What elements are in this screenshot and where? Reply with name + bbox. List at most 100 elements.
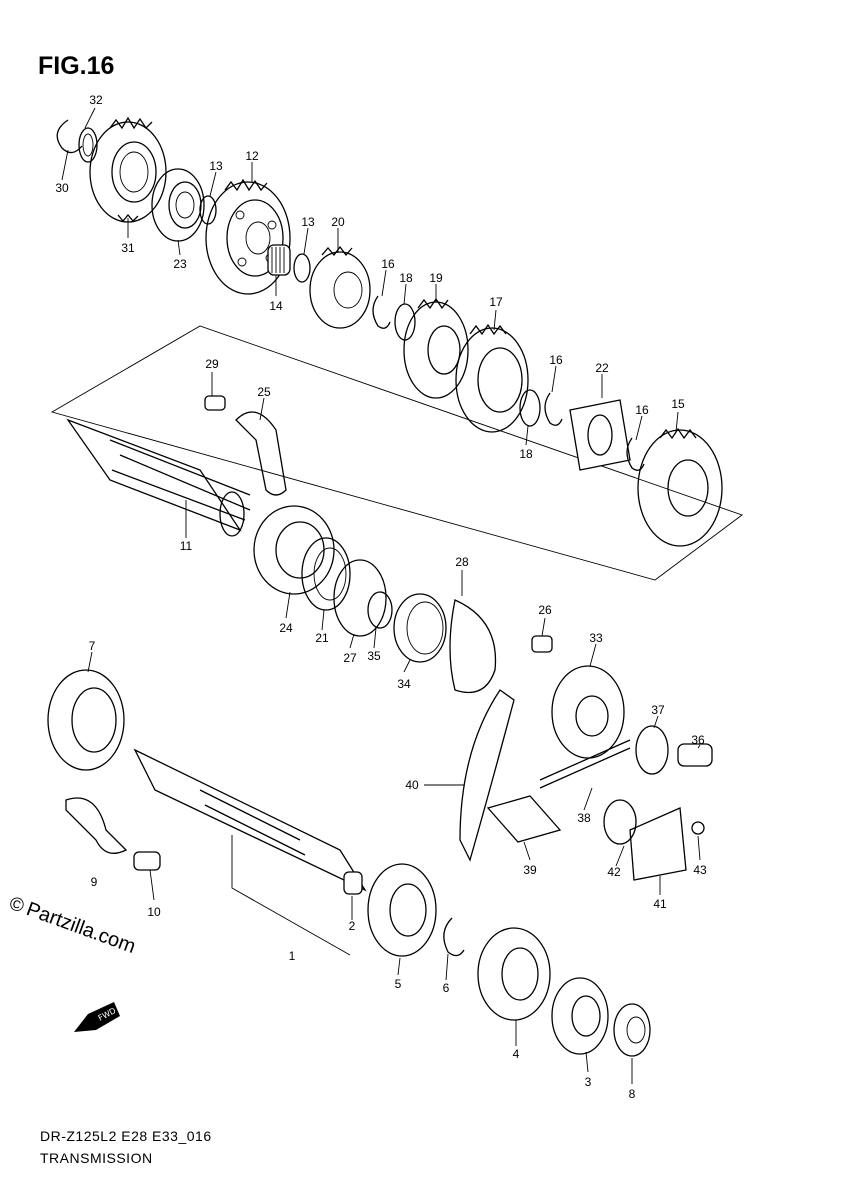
part-washer-13b [293,253,311,283]
callout-13b: 13 [301,215,315,229]
callout-33: 33 [589,631,603,645]
callout-12: 12 [245,149,259,163]
callout-18b: 18 [519,447,533,461]
part-cover-41 [629,807,687,881]
part-circlip-6 [443,917,465,957]
part-bolt-36 [677,743,713,767]
callout-16b: 16 [549,353,563,367]
part-bearing-23 [151,168,205,242]
callout-3: 3 [585,1075,592,1089]
callout-19: 19 [429,271,443,285]
part-gear-4 [477,927,551,1021]
part-countershaft-11 [66,418,251,537]
callout-7: 7 [89,639,96,653]
part-gear-5 [367,863,437,957]
part-bearing-7 [47,669,125,771]
part-washer-18b [519,389,541,427]
part-circlip-16a [372,295,391,329]
callout-2: 2 [349,919,356,933]
part-bearing-8 [613,1003,651,1057]
part-gear-31 [89,116,167,223]
callout-leaders [61,107,701,1084]
part-gear-15 [637,427,723,547]
callout-18a: 18 [399,271,413,285]
callout-10: 10 [147,905,161,919]
fwd-arrow-icon: FWD [74,1002,120,1032]
callout-37: 37 [651,703,665,717]
callout-34: 34 [397,677,411,691]
section-name: TRANSMISSION [40,1150,153,1166]
callout-13a: 13 [209,159,223,173]
callout-5: 5 [395,977,402,991]
part-washer-37 [635,725,669,775]
callout-21: 21 [315,631,329,645]
callout-29: 29 [205,357,219,371]
callout-16a: 16 [381,257,395,271]
callout-23: 23 [173,257,187,271]
part-stopper-9 [65,797,128,854]
part-sprocket-33 [551,665,625,759]
part-chain-joint-39 [486,795,562,843]
part-gasket-38-ring [603,799,637,845]
part-washer-32 [78,127,98,163]
part-spacer-34 [393,593,447,663]
model-code: DR-Z125L2 E28 E33_016 [40,1128,212,1144]
part-plate-28 [449,599,497,694]
part-needle-bearing-14 [267,244,291,276]
callout-14: 14 [269,299,283,313]
callout-20: 20 [331,215,345,229]
callout-24: 24 [279,621,293,635]
part-gear-12 [205,178,291,295]
callout-32: 32 [89,93,103,107]
part-bolt-29 [204,395,226,411]
part-screw-10 [133,851,161,871]
part-gear-17 [455,323,529,433]
part-bolt-26 [531,635,553,653]
callout-22: 22 [595,361,609,375]
part-gear-22 [569,399,631,471]
part-washer-13a [199,195,217,225]
callout-43: 43 [693,863,707,877]
part-circlip-16c [626,437,645,471]
callout-41: 41 [653,897,667,911]
part-chain-38 [539,739,631,789]
callout-36: 36 [691,733,705,747]
countershaft-assembly-frame [50,325,743,581]
callout-40: 40 [405,778,419,792]
callout-9: 9 [91,875,98,889]
callout-17: 17 [489,295,503,309]
callout-16c: 16 [635,403,649,417]
callout-11: 11 [180,539,193,553]
callout-numbers: 1 2 3 4 5 6 7 8 9 10 11 12 13 13 14 15 1… [55,93,707,1101]
figure-title: FIG.16 [38,52,115,80]
callout-25: 25 [257,385,271,399]
callout-28: 28 [455,555,469,569]
part-oil-seal-21 [301,537,351,611]
part-bushing-2 [343,871,363,895]
callout-39: 39 [523,863,537,877]
callout-8: 8 [629,1087,636,1101]
part-seal-27 [333,559,387,637]
part-o-ring-35 [367,591,393,629]
part-screw-43 [691,821,705,835]
callout-35: 35 [367,649,381,663]
callout-26: 26 [538,603,552,617]
callout-6: 6 [443,981,450,995]
callout-27: 27 [343,651,357,665]
part-bearing-24 [253,505,335,595]
part-stopper-25 [235,411,287,496]
part-driveshaft-1 [133,748,367,892]
callout-42: 42 [607,865,621,879]
callout-38: 38 [577,811,591,825]
part-circlip-30 [56,119,83,154]
callout-15: 15 [671,397,685,411]
callout-4: 4 [513,1047,520,1061]
callout-31: 31 [121,241,135,255]
part-gear-3 [551,977,609,1055]
callout-1-bracket [231,835,351,956]
part-guide-40 [459,689,515,862]
callout-30: 30 [55,181,69,195]
part-circlip-16b [544,392,563,426]
part-gear-20 [309,245,371,329]
